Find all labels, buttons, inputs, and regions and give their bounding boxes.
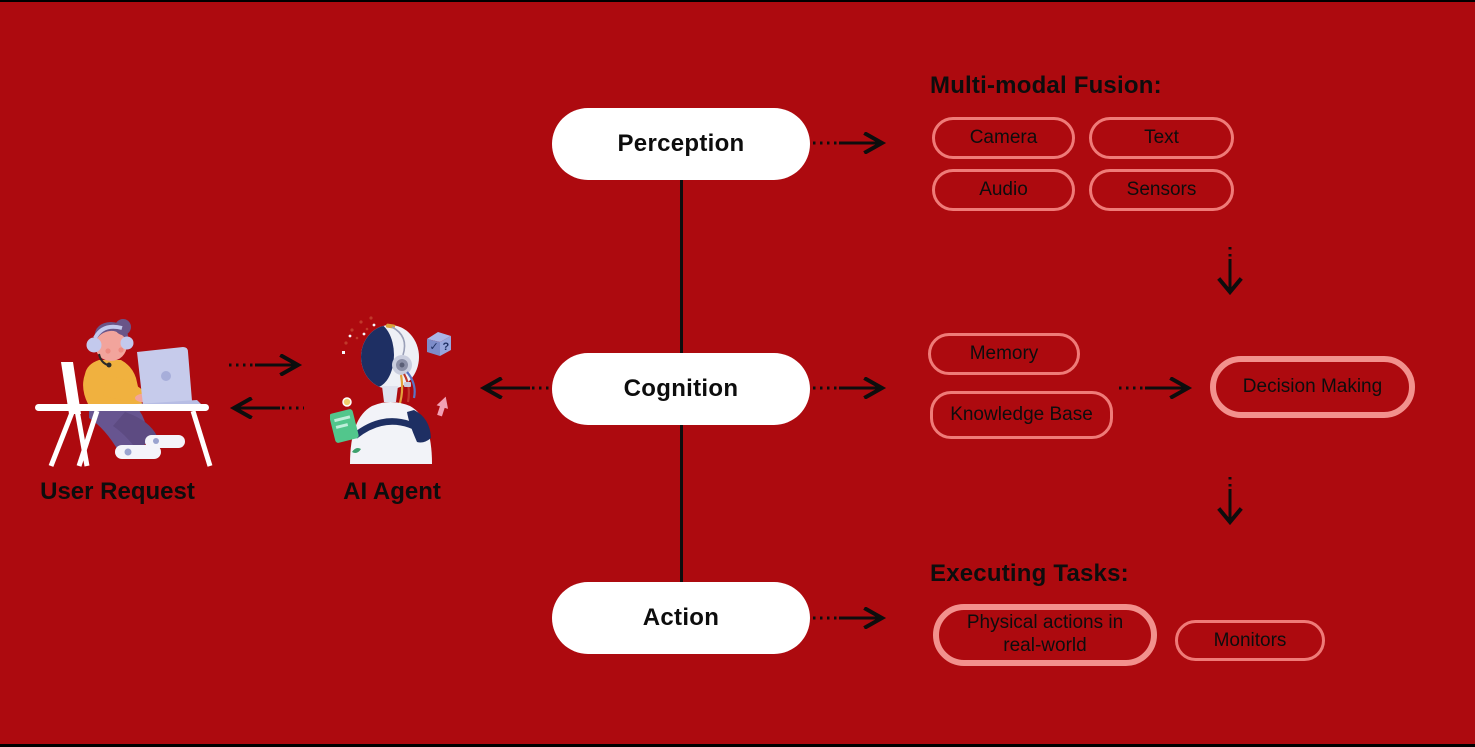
bottom-edge-bar <box>0 744 1475 747</box>
arrow-user-to-agent <box>229 354 303 376</box>
top-edge-bar <box>0 0 1475 2</box>
physical-actions-box-label: Physical actions in real-world <box>966 612 1124 656</box>
user-illustration <box>35 319 213 467</box>
pill-perception: Perception <box>552 108 810 180</box>
decision-making-box: Decision Making <box>1210 356 1415 418</box>
fusion-box-audio: Audio <box>932 169 1075 211</box>
fusion-box-text: Text <box>1089 117 1234 159</box>
monitors-box: Monitors <box>1175 620 1325 661</box>
executing-tasks-heading: Executing Tasks: <box>930 560 1129 587</box>
arrow-cognition-to-agent <box>479 377 554 399</box>
fusion-heading: Multi-modal Fusion: <box>930 72 1162 99</box>
physical-actions-box: Physical actions in real-world <box>933 604 1157 666</box>
cube-check-glyph: ✓ <box>430 341 439 353</box>
monitors-box-label: Monitors <box>1213 629 1287 651</box>
cube-question-glyph: ? <box>443 341 450 353</box>
arrow-cognition-to-memory <box>813 377 887 399</box>
pill-action-label: Action <box>642 604 720 631</box>
arrow-agent-to-user <box>229 397 304 419</box>
fusion-box-camera: Camera <box>932 117 1075 159</box>
arrow-action-to-tasks <box>813 607 887 629</box>
arrow-fusion-down <box>1217 247 1243 296</box>
knowledge-base-box: Knowledge Base <box>930 391 1113 439</box>
pill-cognition-label: Cognition <box>623 375 739 402</box>
fusion-box-camera-label: Camera <box>969 127 1038 148</box>
pill-perception-label: Perception <box>617 130 745 157</box>
pill-action: Action <box>552 582 810 654</box>
fusion-box-sensors-label: Sensors <box>1126 179 1197 200</box>
arrow-decision-down <box>1217 477 1243 526</box>
fusion-box-sensors: Sensors <box>1089 169 1234 211</box>
user-request-label: User Request <box>40 478 195 505</box>
ai-agent-illustration: ✓ ? <box>330 316 451 464</box>
knowledge-base-box-label: Knowledge Base <box>950 404 1093 425</box>
pill-cognition: Cognition <box>552 353 810 425</box>
connector-cognition-action <box>680 425 683 582</box>
arrow-knowledge-to-decision <box>1119 377 1193 399</box>
memory-box-label: Memory <box>969 343 1039 364</box>
connector-perception-cognition <box>680 180 683 353</box>
fusion-box-text-label: Text <box>1144 127 1179 148</box>
memory-box: Memory <box>928 333 1080 375</box>
fusion-box-audio-label: Audio <box>979 179 1028 200</box>
decision-making-box-label: Decision Making <box>1242 376 1383 397</box>
arrow-perception-to-fusion <box>813 132 887 154</box>
ai-agent-label: AI Agent <box>343 478 441 505</box>
